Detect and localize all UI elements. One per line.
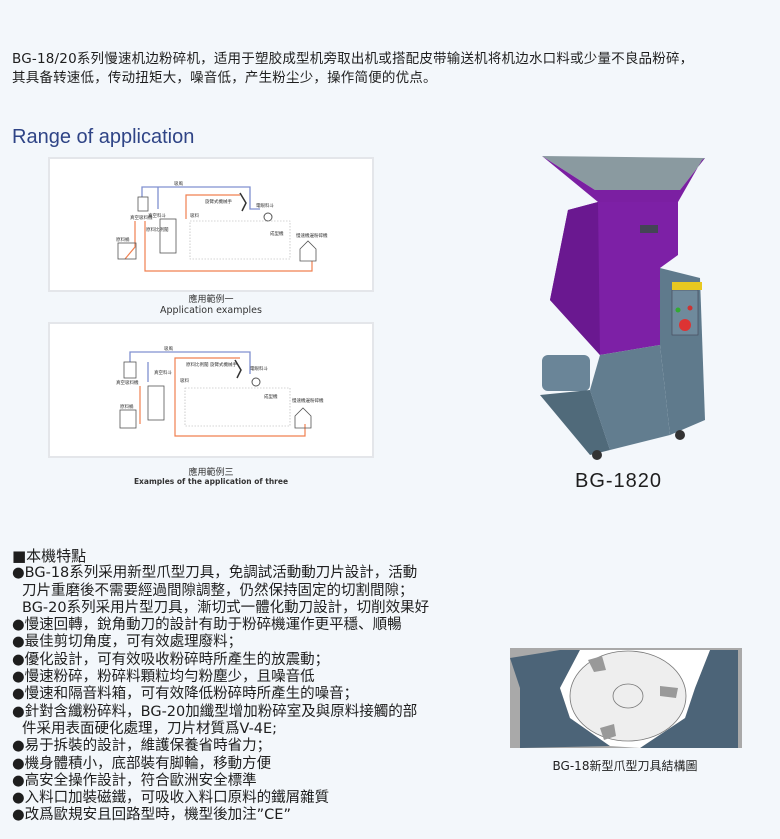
feature-item-continuation: 刀片重磨後不需要經過間隙調整，仍然保持固定的切割間隙； <box>22 582 414 599</box>
feature-item: ●慢速粉碎，粉碎料顆粒均勻粉塵少，且噪音低 <box>12 669 315 686</box>
blade-structure-image <box>510 648 742 748</box>
label-raw-bin: 原料桶 <box>120 403 134 410</box>
label-vacuum-loader: 真空吸料機 <box>130 214 153 221</box>
diagram-1-caption-en: Application examples <box>160 305 262 316</box>
label-molding: 成型機 <box>264 393 278 400</box>
intro-line-2: 其具备转速低，传动扭矩大，噪音低，产生粉尘少，操作简便的优点。 <box>12 70 437 86</box>
features-section: ■本機特點 ●BG-18系列采用新型爪型刀具，免調試活動動刀片設計，活動刀片重磨… <box>12 547 430 825</box>
label-feed: 吸料 <box>180 377 189 384</box>
label-eye-hopper: 電眼料斗 <box>250 365 268 372</box>
diagram-2-caption-en: Examples of the application of three <box>133 477 289 486</box>
label-raw-bin: 原料桶 <box>116 236 130 243</box>
range-of-application-title: Range of application <box>12 126 195 148</box>
label-feed: 吸料 <box>190 212 199 219</box>
features-heading: ■本機特點 <box>12 547 87 565</box>
label-ratio-valve: 原料比例閥 <box>146 226 169 233</box>
diagram-1-caption-cn: 應用範例一 <box>188 295 234 305</box>
label-vacuum-loader: 真空吸料機 <box>116 379 139 386</box>
feature-item: ●針對含纖粉碎料，BG-20加纖型增加粉碎室及與原料接觸的部 <box>12 703 418 720</box>
feature-item: ●慢速回轉，銳角動刀的設計有助于粉碎機運作更平穩、順暢 <box>12 617 402 634</box>
label-ratio-valve: 原料比例閥 <box>186 361 209 368</box>
feature-item: ●優化設計，可有效吸收粉碎時所產生的放震動； <box>12 651 330 668</box>
feature-item: ●機身體積小，底部裝有脚輪，移動方便 <box>12 755 272 772</box>
claw-blade-diagram <box>510 648 742 748</box>
label-vacuum-hopper: 真空料斗 <box>148 212 166 219</box>
feature-item: ●最佳剪切角度，可有效處理廢料； <box>12 634 243 651</box>
label-eye-hopper: 電眼料斗 <box>256 202 274 209</box>
process-flow-diagram-2: 吸風 旋臂式機械手 電眼料斗 真空吸料機 真空料斗 原料比例閥 原料桶 成型機 … <box>116 346 324 437</box>
feature-item: ●入料口加裝磁鐵，可吸收入料口原料的鐵屑雜質 <box>12 790 330 807</box>
feature-item: ●高安全操作設計，符合歐洲安全標準 <box>12 772 257 789</box>
feature-item-continuation: BG-20系列采用片型刀具，漸切式一體化動刀設計，切削效果好 <box>22 599 430 616</box>
machine-model-label: BG-1820 <box>575 470 663 492</box>
feature-item: ●改爲歐規安且回路型時，機型後加注”CE” <box>12 807 291 824</box>
label-vacuum-hopper: 真空料斗 <box>154 369 172 376</box>
diagram-2-caption-cn: 應用範例三 <box>188 468 234 478</box>
process-flow-diagram-1: 吸風 旋臂式機械手 電眼料斗 真空吸料機 真空料斗 原料比例閥 原料桶 成型機 … <box>116 181 328 272</box>
feature-item: ●易于拆裝的設計，維護保養省時省力； <box>12 738 272 755</box>
label-suction-air: 吸風 <box>164 346 173 352</box>
label-robot: 旋臂式機械手 <box>210 361 237 368</box>
bg-1820-machine-image <box>540 156 705 460</box>
application-diagram-2: 吸風 旋臂式機械手 電眼料斗 真空吸料機 真空料斗 原料比例閥 原料桶 成型機 … <box>48 322 374 458</box>
label-molding: 成型機 <box>270 230 284 237</box>
label-crusher: 慢速機邊粉碎機 <box>292 397 324 404</box>
intro-text: BG-18/20系列慢速机边粉碎机，适用于塑胶成型机旁取出机或搭配皮带输送机将机… <box>12 50 777 88</box>
label-robot: 旋臂式機械手 <box>205 198 232 205</box>
feature-item: ●BG-18系列采用新型爪型刀具，免調試活動動刀片設計，活動 <box>12 565 418 582</box>
feature-item: ●慢速和隔音料箱，可有效降低粉碎時所產生的噪音； <box>12 686 359 703</box>
feature-item-continuation: 件采用表面硬化處理，刀片材質爲V-4E; <box>22 720 278 737</box>
blade-structure-caption: BG-18新型爪型刀具結構圖 <box>552 759 698 773</box>
label-suction-air: 吸風 <box>174 181 183 187</box>
intro-line-1: BG-18/20系列慢速机边粉碎机，适用于塑胶成型机旁取出机或搭配皮带输送机将机… <box>12 51 694 67</box>
application-diagram-1: 吸風 旋臂式機械手 電眼料斗 真空吸料機 真空料斗 原料比例閥 原料桶 成型機 … <box>48 157 374 292</box>
label-crusher: 慢速機邊粉碎機 <box>296 232 328 239</box>
